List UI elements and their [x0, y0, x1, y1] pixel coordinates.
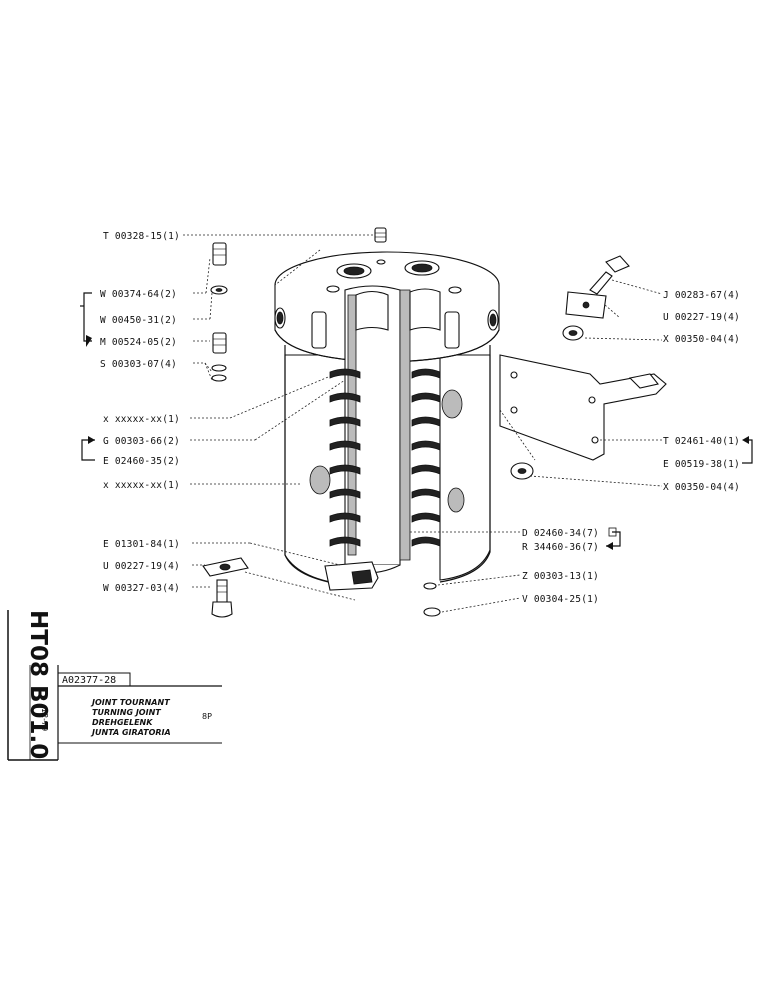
- label-W00374: W 00374-64(2): [100, 289, 177, 300]
- label-J00283: J 00283-67(4): [663, 290, 740, 301]
- page-id: HT08 B01.0: [25, 610, 51, 759]
- seal-rings-left: [329, 368, 361, 547]
- label-X00350-lower: X 00350-04(4): [663, 482, 740, 493]
- label-Z00303: Z 00303-13(1): [522, 571, 599, 582]
- label-G00303: G 00303-66(2): [103, 436, 180, 447]
- title-en: TURNING JOINT: [92, 708, 161, 717]
- fitting-M: [211, 332, 227, 382]
- label-U00227-left: U 00227-19(4): [103, 561, 180, 572]
- bolt-part-W3: [211, 579, 233, 618]
- label-S00303: S 00303-07(4): [100, 359, 177, 370]
- washer-part-X-lower: [510, 462, 534, 480]
- plate-part-U-right: [565, 291, 607, 319]
- label-R34460: R 34460-36(7): [522, 542, 599, 553]
- turning-joint-body: [274, 251, 500, 591]
- label-U00227-right: U 00227-19(4): [663, 312, 740, 323]
- title-es: JUNTA GIRATORIA: [90, 728, 171, 737]
- label-E02460: E 02460-35(2): [103, 456, 180, 467]
- plate-part-U-left: [202, 557, 249, 577]
- label-T02461: T 02461-40(1): [663, 436, 740, 447]
- title-fr: JOINT TOURNANT: [90, 698, 170, 707]
- label-xxxxx-2: x xxxxx-xx(1): [103, 480, 180, 491]
- reference-number: A02377-28: [62, 675, 116, 686]
- label-M00524: M 00524-05(2): [100, 337, 177, 348]
- label-X00350-upper: X 00350-04(4): [663, 334, 740, 345]
- seal-ring-V: [423, 607, 441, 617]
- seal-rings-right: [411, 368, 441, 547]
- leader-lines: [183, 234, 663, 613]
- type-code: 8P: [202, 712, 212, 721]
- grouping-brackets: [80, 292, 753, 550]
- label-T00328: T 00328-15(1): [103, 231, 180, 242]
- labels-right: J 00283-67(4) U 00227-19(4) X 00350-04(4…: [522, 290, 740, 605]
- label-E01301: E 01301-84(1): [103, 539, 180, 550]
- label-xxxxx-1: x xxxxx-xx(1): [103, 414, 180, 425]
- bolt-part-J: [589, 255, 630, 295]
- washer-part-X-upper: [562, 325, 584, 341]
- date-code: 12-79: [40, 708, 49, 731]
- label-W00450: W 00450-31(2): [100, 315, 177, 326]
- title-block: A02377-28 HT08 B01.0 12-79 8P JOINT TOUR…: [7, 610, 222, 761]
- label-E00519: E 00519-38(1): [663, 459, 740, 470]
- label-V00304: V 00304-25(1): [522, 594, 599, 605]
- bracket-part-T02461: [499, 354, 667, 461]
- fitting-W: [210, 242, 228, 295]
- plug-part-T: [374, 227, 387, 243]
- marker-box-icon: [608, 527, 617, 537]
- title-de: DREHGELENK: [92, 718, 153, 727]
- labels-left: T 00328-15(1) W 00374-64(2) W 00450-31(2…: [100, 231, 180, 594]
- label-W00327: W 00327-03(4): [103, 583, 180, 594]
- label-D02460: D 02460-34(7): [522, 528, 599, 539]
- seal-ring-Z: [423, 582, 437, 590]
